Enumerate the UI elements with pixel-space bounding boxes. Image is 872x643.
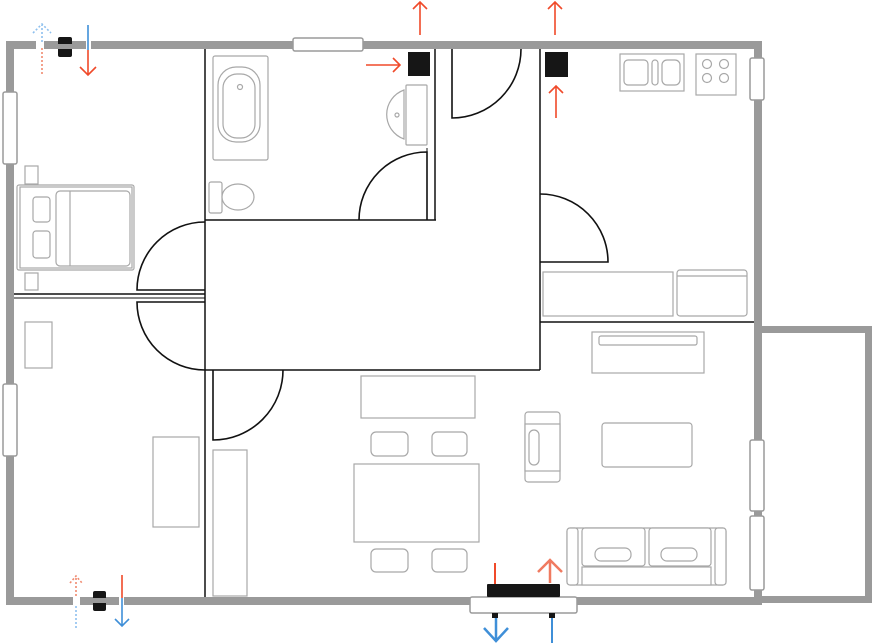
nightstand: [24, 165, 39, 185]
bathroom-fixtures: [208, 52, 430, 214]
window-vent-bottom-left: [69, 574, 130, 628]
window: [749, 57, 765, 101]
second-bedroom-door: [136, 301, 206, 371]
kitchen-exhaust-unit: [545, 52, 568, 77]
heat-recovery-unit: [469, 558, 578, 643]
chair: [431, 548, 468, 573]
kitchen-counter: [542, 271, 674, 317]
window-vent-top-left: [32, 22, 97, 77]
window: [749, 439, 765, 512]
wardrobe: [212, 449, 248, 597]
toilet: [208, 181, 223, 214]
window: [292, 37, 364, 52]
second-bedroom-furniture: [24, 321, 200, 528]
living-room-door: [212, 369, 284, 441]
window: [749, 515, 765, 591]
bathroom-door: [358, 151, 428, 221]
window: [2, 91, 18, 165]
bathroom-exhaust-unit: [408, 52, 430, 76]
coffee-table: [601, 422, 693, 468]
kitchen-cabinet: [676, 269, 748, 317]
kitchen-door: [539, 193, 609, 263]
sofa: [566, 527, 727, 586]
stove: [695, 53, 737, 96]
windows: [2, 37, 765, 591]
living-room-furniture: [212, 331, 727, 597]
sideboard: [360, 375, 476, 419]
exhaust-arrow: [366, 0, 564, 118]
kitchen-fixtures: [542, 52, 748, 317]
dining-table: [353, 463, 480, 543]
chair: [370, 548, 409, 573]
window: [2, 383, 18, 457]
chair: [370, 431, 409, 457]
chair: [431, 431, 468, 457]
desk: [152, 436, 200, 528]
bedroom-furniture: [16, 165, 135, 291]
entrance-door: [451, 48, 522, 119]
cabinet: [24, 321, 53, 369]
ventilation: [32, 0, 578, 643]
doors: [136, 48, 609, 441]
bedroom-door: [136, 221, 206, 291]
balcony: [756, 326, 872, 603]
nightstand: [24, 272, 39, 291]
